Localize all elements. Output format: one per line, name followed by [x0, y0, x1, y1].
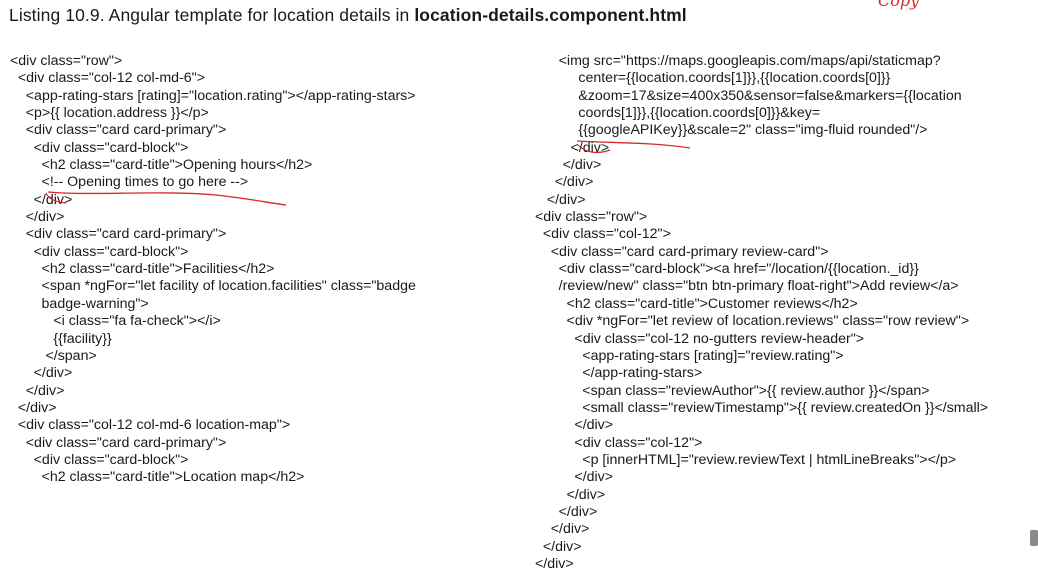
code-line: /review/new" class="btn btn-primary floa… [535, 278, 959, 295]
code-line: <small class="reviewTimestamp">{{ review… [535, 399, 989, 416]
code-line: <div class="card card-primary review-car… [535, 243, 829, 260]
code-line: coords[1]}},{{location.coords[0]}}&key= [535, 105, 821, 122]
code-line: </div> [10, 209, 65, 226]
code-line: <h2 class="card-title">Location map</h2> [10, 469, 305, 486]
code-line: </app-rating-stars> [535, 365, 703, 382]
listing-title: Listing 10.9. Angular template for locat… [9, 5, 687, 26]
code-line: </div> [535, 521, 590, 538]
code-line: <div class="col-12 col-md-6 location-map… [10, 417, 291, 434]
code-line: <h2 class="card-title">Opening hours</h2… [10, 157, 313, 174]
code-line: <div *ngFor="let review of location.revi… [535, 313, 970, 330]
handwritten-copy-mark: Copy [878, 0, 920, 10]
code-column-left: <div class="row"> <div class="col-12 col… [10, 53, 416, 487]
code-line: </span> [10, 347, 97, 364]
code-line: </div> [10, 382, 65, 399]
code-line: </div> [535, 139, 610, 156]
code-line: <p [innerHTML]="review.reviewText | html… [535, 451, 957, 468]
code-line: <div class="card-block"><a href="/locati… [535, 261, 919, 278]
code-line: </div> [535, 157, 602, 174]
listing-caption: Listing 10.9. Angular template for locat… [9, 5, 415, 25]
code-line: <div class="card card-primary"> [10, 434, 227, 451]
code-line: <div class="card card-primary"> [10, 122, 227, 139]
code-line: <img src="https://maps.googleapis.com/ma… [535, 53, 941, 69]
code-column-right: <img src="https://maps.googleapis.com/ma… [535, 53, 988, 573]
code-line: {{facility}} [10, 330, 112, 347]
code-line: </div> [535, 538, 582, 555]
scrollbar-thumb[interactable] [1030, 530, 1038, 546]
code-line: <span *ngFor="let facility of location.f… [10, 278, 416, 295]
code-line: <i class="fa fa-check"></i> [10, 313, 221, 330]
code-line: badge-warning"> [10, 295, 149, 312]
code-line: <div class="col-12 no-gutters review-hea… [535, 330, 865, 347]
code-line: &zoom=17&size=400x350&sensor=false&marke… [535, 87, 962, 104]
code-line: <span class="reviewAuthor">{{ review.aut… [535, 382, 930, 399]
code-line: </div> [535, 191, 586, 208]
code-line: </div> [10, 365, 73, 382]
code-line: </div> [535, 469, 614, 486]
code-line: <app-rating-stars [rating]="review.ratin… [535, 347, 844, 364]
code-line: </div> [10, 399, 57, 416]
code-line: <app-rating-stars [rating]="location.rat… [10, 87, 416, 104]
code-line: <div class="col-12 col-md-6"> [10, 70, 205, 87]
code-line: <div class="card-block"> [10, 243, 189, 260]
code-line: <h2 class="card-title">Customer reviews<… [535, 295, 858, 312]
listing-filename: location-details.component.html [414, 5, 687, 25]
code-line: </div> [535, 503, 598, 520]
code-line: <div class="card card-primary"> [10, 226, 227, 243]
code-line: <p>{{ location.address }}</p> [10, 105, 209, 122]
code-line: <!-- Opening times to go here --> [10, 174, 249, 191]
code-line: <div class="col-12"> [535, 226, 671, 243]
code-line: {{googleAPIKey}}&scale=2" class="img-flu… [535, 122, 928, 139]
code-line: </div> [535, 486, 606, 503]
code-line: </div> [10, 191, 73, 208]
code-line: <h2 class="card-title">Facilities</h2> [10, 261, 275, 278]
code-line: <div class="card-block"> [10, 139, 189, 156]
code-line: </div> [535, 174, 594, 191]
code-line: </div> [535, 555, 574, 572]
code-line: <div class="card-block"> [10, 451, 189, 468]
code-line: </div> [535, 417, 614, 434]
code-line: <div class="col-12"> [535, 434, 703, 451]
code-line: <div class="row"> [10, 53, 123, 69]
code-line: center={{location.coords[1]}},{{location… [535, 70, 891, 87]
code-line: <div class="row"> [535, 209, 648, 226]
